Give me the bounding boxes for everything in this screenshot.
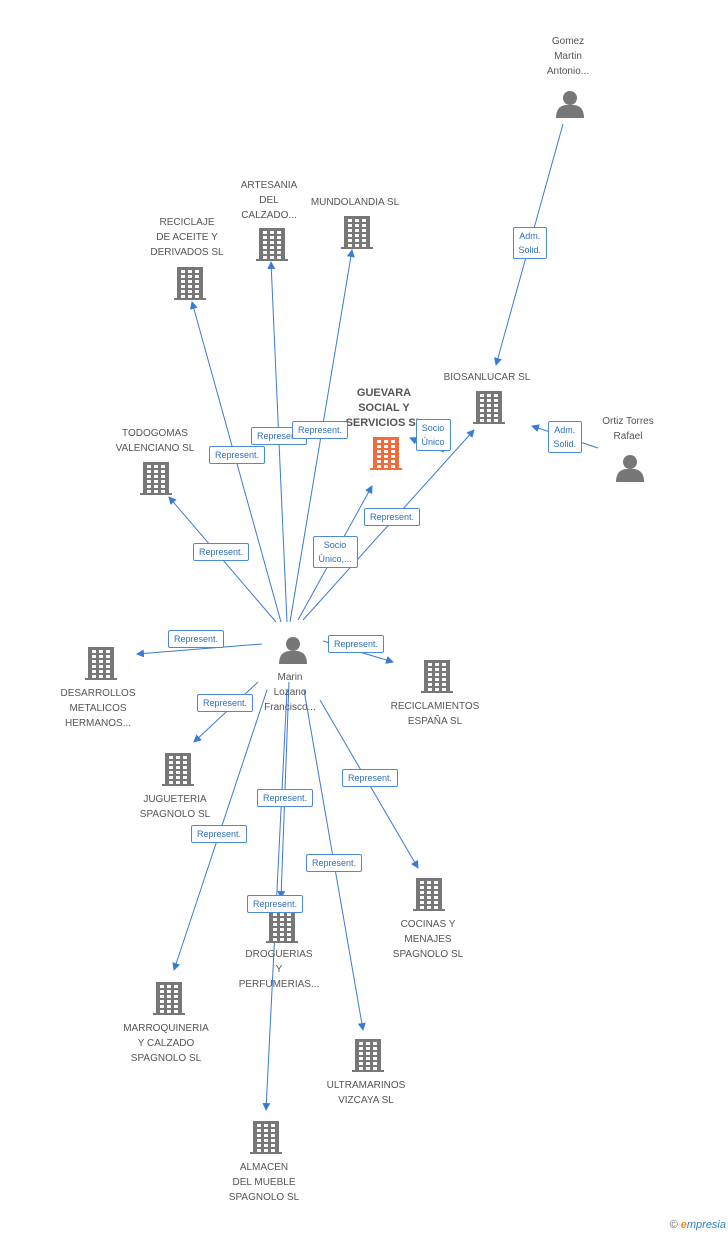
node-label-ultramarinos[interactable]: ULTRAMARINOS VIZCAYA SL <box>326 1080 406 1106</box>
edge-label-marin-guevara[interactable]: Socio Único,... <box>312 536 358 568</box>
building-icon-reciclamientos[interactable] <box>421 660 453 693</box>
node-label-gomez[interactable]: Gomez Martin Antonio... <box>546 36 590 77</box>
edge-label-ortiz-biosanlucar[interactable]: Adm. Solid. <box>547 421 583 453</box>
node-label-marin[interactable]: Marin Lozano Francisco... <box>264 672 316 713</box>
building-icon-desarrollos[interactable] <box>85 647 117 680</box>
brand-logo-name: mpresia <box>686 1219 726 1231</box>
node-label-jugueteria[interactable]: JUGUETERIA SPAGNOLO SL <box>139 794 211 820</box>
person-icon-gomez[interactable] <box>556 91 584 118</box>
building-icon-almacen[interactable] <box>250 1121 282 1154</box>
person-icon-ortiz[interactable] <box>616 455 644 482</box>
node-label-cocinas[interactable]: COCINAS Y MENAJES SPAGNOLO SL <box>392 919 464 960</box>
building-icon-jugueteria[interactable] <box>162 753 194 786</box>
node-label-todogomas[interactable]: TODOGOMAS VALENCIANO SL <box>115 428 195 454</box>
edge-label-marin-mundolandia[interactable]: Represent. <box>292 421 349 439</box>
node-label-reciclaje[interactable]: RECICLAJE DE ACEITE Y DERIVADOS SL <box>150 217 224 258</box>
edge-marin-jugueteria <box>193 681 259 743</box>
node-label-guevara[interactable]: GUEVARA SOCIAL Y SERVICIOS SL <box>345 387 423 429</box>
edge-label-marin-marroquineria[interactable]: Represent. <box>191 825 248 843</box>
brand-logo-initial: e <box>680 1219 687 1231</box>
building-icon-todogomas[interactable] <box>140 462 172 495</box>
node-label-artesania[interactable]: ARTESANIA DEL CALZADO... <box>240 180 298 221</box>
building-icon-reciclaje[interactable] <box>174 267 206 300</box>
edge-label-gomez-biosanlucar[interactable]: Adm. Solid. <box>512 227 548 259</box>
building-icon-marroquineria[interactable] <box>153 982 185 1015</box>
node-label-droguerias[interactable]: DROGUERIAS Y PERFUMERIAS... <box>238 949 320 990</box>
copyright-symbol: © <box>669 1219 678 1231</box>
node-label-reciclamientos[interactable]: RECICLAMIENTOS ESPAÑA SL <box>390 701 480 727</box>
building-icon-guevara[interactable] <box>370 437 402 470</box>
footer-brand: © empresia <box>670 1219 726 1231</box>
node-label-desarrollos[interactable]: DESARROLLOS METALICOS HERMANOS... <box>60 688 136 729</box>
node-label-marroquineria[interactable]: MARROQUINERIA Y CALZADO SPAGNOLO SL <box>123 1023 209 1064</box>
edge-label-marin-reciclamientos[interactable]: Represent. <box>328 635 385 653</box>
node-label-almacen[interactable]: ALMACEN DEL MUEBLE SPAGNOLO SL <box>228 1162 300 1203</box>
edge-label-biosanlucar-guevara[interactable]: Socio Único <box>415 419 451 451</box>
edges-layer <box>136 123 599 1111</box>
building-icon-artesania[interactable] <box>256 228 288 261</box>
building-icon-ultramarinos[interactable] <box>352 1039 384 1072</box>
edge-label-marin-ultramarinos[interactable]: Represent. <box>306 854 363 872</box>
edge-label-marin-cocinas[interactable]: Represent. <box>342 769 399 787</box>
node-label-biosanlucar[interactable]: BIOSANLUCAR SL <box>443 372 531 383</box>
edge-label-marin-jugueteria[interactable]: Represent. <box>197 694 254 712</box>
edge-label-marin-todogomas[interactable]: Represent. <box>193 543 250 561</box>
edge-label-marin-desarrollos[interactable]: Represent. <box>168 630 225 648</box>
edge-label-marin-almacen[interactable]: Represent. <box>247 895 304 913</box>
edge-label-marin-reciclaje[interactable]: Represent. <box>209 446 266 464</box>
building-icon-droguerias[interactable] <box>266 910 298 943</box>
icons-layer <box>85 91 644 1154</box>
edge-label-marin-biosanlucar[interactable]: Represent. <box>364 508 421 526</box>
person-icon-marin[interactable] <box>279 637 307 664</box>
building-icon-cocinas[interactable] <box>413 878 445 911</box>
building-icon-mundolandia[interactable] <box>341 216 373 249</box>
node-label-ortiz[interactable]: Ortiz Torres Rafael <box>602 416 654 442</box>
node-label-mundolandia[interactable]: MUNDOLANDIA SL <box>310 197 400 208</box>
building-icon-biosanlucar[interactable] <box>473 391 505 424</box>
edge-label-marin-droguerias[interactable]: Represent. <box>257 789 314 807</box>
edge-marin-desarrollos <box>136 643 263 658</box>
